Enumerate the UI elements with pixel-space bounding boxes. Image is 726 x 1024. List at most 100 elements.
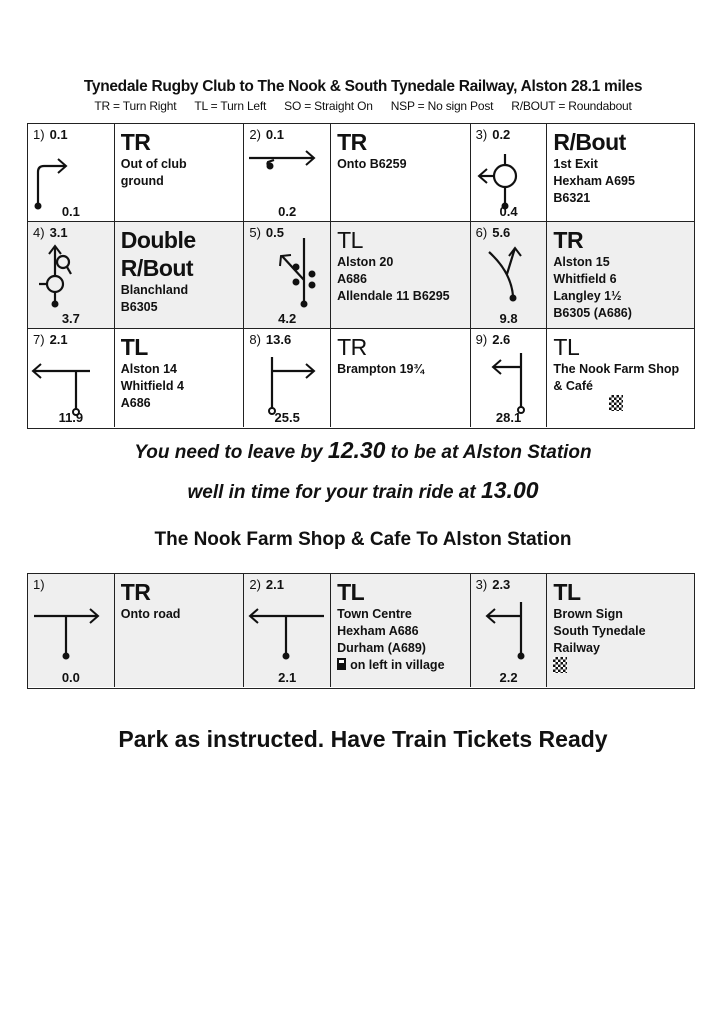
total-distance: 2.2 — [499, 670, 518, 685]
total-distance: 11.9 — [58, 410, 84, 425]
fuel-note-text: on left in village — [350, 658, 445, 672]
junction-diagram-icon — [487, 246, 522, 302]
turn-instruction: TR — [553, 227, 584, 253]
total-distance: 0.0 — [61, 670, 80, 685]
direction-detail: Out of club — [120, 157, 187, 171]
footer-note: Park as instructed. Have Train Tickets R… — [118, 726, 608, 752]
step-label: 1)0.1 — [33, 127, 68, 142]
message-text: to be at Alston Station — [385, 442, 592, 463]
junction-diagram-icon — [477, 154, 517, 210]
junction-diagram-icon — [34, 608, 100, 660]
direction-detail: Brampton 19¾ — [337, 362, 424, 376]
instruction-cell: TR Brampton 19¾ — [330, 329, 470, 427]
step-number: 3) — [475, 577, 488, 592]
direction-detail: Onto road — [120, 607, 181, 621]
tulip-diagram-cell: 3) 2.3 2.2 — [469, 574, 547, 687]
step-number: 2) — [249, 577, 261, 592]
direction-detail: B6305 (A686) — [553, 306, 632, 320]
tulip-diagram-cell: 9)2.6 28.1 — [469, 329, 547, 427]
step-distance: 0.2 — [492, 127, 511, 142]
turn-instruction: TR — [337, 334, 367, 360]
direction-detail: The Nook Farm Shop — [553, 362, 680, 376]
total-distance: 3.7 — [61, 311, 80, 326]
direction-detail: Brown Sign — [553, 607, 623, 621]
step-number: 8) — [249, 332, 261, 347]
direction-detail: Durham (A689) — [337, 641, 426, 655]
step-label: 5)0.5 — [249, 225, 284, 240]
tulip-diagram-cell: 6) 5.6 9.8 — [469, 222, 547, 328]
legend-item: SO = Straight On — [284, 99, 373, 113]
direction-detail: Whitfield 6 — [553, 272, 617, 286]
junction-diagram-icon — [248, 608, 325, 660]
step-distance: 3.1 — [49, 225, 68, 240]
total-distance: 0.4 — [499, 204, 518, 219]
turn-instruction: TR — [120, 129, 151, 155]
turn-instruction: TL — [553, 579, 581, 605]
direction-detail: & Café — [553, 379, 593, 393]
step-number: 6) — [475, 225, 488, 240]
turn-instruction: TL — [553, 334, 580, 360]
direction-detail: Alston 15 — [553, 255, 610, 269]
turn-instruction: TR — [337, 129, 367, 155]
step-distance: 2.3 — [492, 577, 511, 592]
step-distance: 0.1 — [49, 127, 68, 142]
direction-detail: A686 — [337, 272, 367, 286]
direction-detail: South Tynedale — [553, 624, 646, 638]
direction-detail: Hexham A686 — [337, 624, 419, 638]
message-text: You need to leave by — [134, 442, 328, 463]
step-label: 8) 13.6 — [249, 332, 291, 347]
junction-diagram-icon — [279, 238, 316, 308]
step-distance: 13.6 — [265, 332, 292, 347]
direction-detail: Hexham A695 — [553, 174, 635, 188]
step-number: 5) — [249, 225, 261, 240]
step-distance: 2.1 — [265, 577, 284, 592]
tulip-diagram-cell: 7)2.1 11.9 — [28, 329, 114, 427]
junction-diagram-icon — [39, 244, 72, 308]
step-distance: 0.1 — [265, 127, 284, 142]
direction-detail: Railway — [553, 641, 600, 655]
legend-item: NSP = No sign Post — [390, 99, 494, 113]
step-label: 2)0.1 — [249, 127, 284, 142]
direction-detail: A686 — [120, 396, 151, 410]
step-label: 4)3.1 — [33, 225, 68, 240]
chequered-flag-icon — [609, 395, 624, 411]
tulip-diagram-cell: 2)0.1 0.2 — [243, 124, 330, 221]
turn-instruction: TL — [337, 227, 363, 253]
leave-time: 12.30 — [327, 437, 386, 463]
tulip-diagram-cell: 5)0.5 4.2 — [243, 222, 330, 328]
fuel-pump-icon — [337, 658, 347, 670]
train-message: well in time for your train ride at 13.0… — [0, 477, 726, 504]
departure-message: You need to leave by 12.30 to be at Alst… — [0, 437, 726, 464]
junction-diagram-icon — [491, 353, 525, 414]
direction-detail: Blanchland — [120, 283, 189, 297]
junction-diagram-icon — [31, 363, 90, 416]
total-distance: 9.8 — [499, 311, 518, 326]
step-label: 1) — [33, 577, 50, 592]
step-number: 7) — [33, 332, 45, 347]
instruction-cell: TL The Nook Farm Shop & Café — [546, 329, 694, 427]
step-distance: 5.6 — [492, 225, 511, 240]
step-number: 3) — [475, 127, 488, 142]
junction-diagram-icon — [34, 158, 68, 210]
total-distance: 28.1 — [495, 410, 522, 425]
direction-detail: B6321 — [553, 191, 591, 205]
step-label: 6) 5.6 — [476, 225, 511, 240]
turn-instruction: TR — [120, 579, 151, 605]
step-distance: 2.6 — [492, 332, 511, 347]
step-number: 1) — [33, 577, 45, 592]
chequered-flag-icon — [553, 657, 568, 673]
turn-instruction: TL — [337, 579, 365, 605]
step-label: 7)2.1 — [33, 332, 68, 347]
legend-item: TL = Turn Left — [194, 99, 267, 113]
total-distance: 0.1 — [61, 204, 80, 219]
